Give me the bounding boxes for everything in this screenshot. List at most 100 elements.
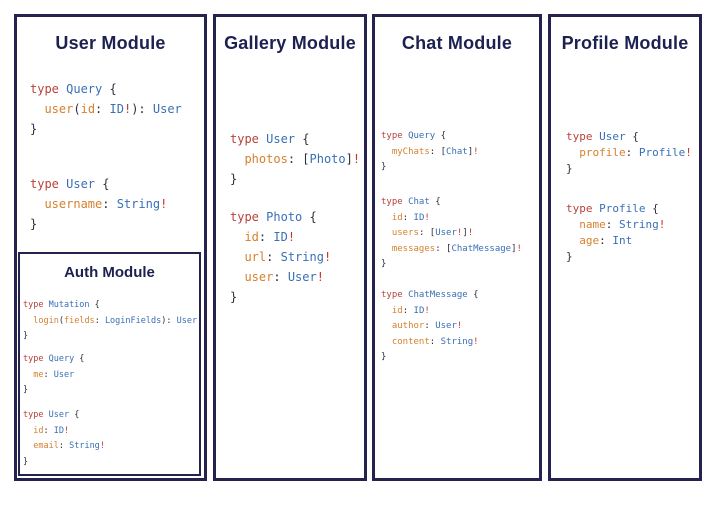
code-token: { bbox=[429, 197, 441, 207]
panel-title-auth-module: Auth Module bbox=[64, 264, 155, 281]
code-token: ! bbox=[123, 102, 132, 116]
code-token: : bbox=[273, 270, 288, 284]
code-token: name bbox=[579, 218, 606, 231]
code-token: } bbox=[381, 352, 387, 362]
code-block-user-query: type Query { user(id: ID!): User } bbox=[30, 79, 182, 139]
code-token: ): bbox=[131, 102, 153, 116]
code-token: type bbox=[30, 177, 67, 191]
panel-title-chat-module: Chat Module bbox=[401, 33, 513, 53]
code-token: fields bbox=[63, 315, 95, 326]
code-token: type bbox=[566, 202, 600, 215]
code-token: ID bbox=[109, 102, 124, 116]
code-token: username bbox=[44, 197, 103, 211]
code-token bbox=[566, 146, 579, 159]
panel-auth-module: Auth Module type Mutation { login(fields… bbox=[18, 252, 201, 476]
code-block-user-user: type User { username: String! } bbox=[30, 174, 167, 234]
code-token bbox=[30, 102, 44, 116]
code-token: : bbox=[266, 250, 281, 264]
code-token: ! bbox=[316, 270, 324, 284]
code-token bbox=[30, 197, 44, 211]
code-token bbox=[230, 270, 244, 284]
code-token bbox=[381, 244, 392, 254]
code-token: type bbox=[381, 290, 409, 300]
code-token bbox=[381, 213, 392, 223]
code-block-chat-query: type Query { myChats: [Chat]! } bbox=[381, 129, 479, 176]
code-token: user bbox=[44, 102, 74, 116]
code-token: Photo bbox=[266, 210, 303, 224]
code-token bbox=[23, 426, 33, 436]
code-token: ! bbox=[456, 228, 463, 238]
code-token: [ bbox=[446, 243, 452, 254]
code-token: : bbox=[43, 425, 54, 436]
code-token bbox=[230, 250, 244, 264]
code-block-gallery-user: type User { photos: [Photo]! } bbox=[230, 129, 360, 189]
code-token: Query bbox=[408, 131, 436, 141]
code-token: ! bbox=[64, 425, 70, 436]
code-token: id bbox=[391, 305, 403, 316]
code-token: type bbox=[381, 131, 409, 141]
code-token: : bbox=[402, 305, 414, 316]
code-token: Query bbox=[66, 82, 103, 96]
code-block-auth-mutation: type Mutation { login(fields: LoginField… bbox=[23, 298, 197, 345]
code-token: { bbox=[625, 130, 639, 143]
code-token: User bbox=[266, 132, 296, 146]
code-token: Int bbox=[612, 234, 633, 247]
code-token: Photo bbox=[309, 152, 346, 166]
code-token: } bbox=[23, 456, 29, 467]
code-token: ( bbox=[58, 315, 64, 326]
code-token: : bbox=[58, 441, 70, 451]
code-token: [ bbox=[302, 152, 310, 166]
panel-chat-module: Chat Module type Query { myChats: [Chat]… bbox=[372, 14, 542, 481]
code-token: ! bbox=[516, 243, 522, 254]
code-token: Profile bbox=[599, 202, 646, 215]
code-token: me bbox=[33, 369, 44, 380]
code-token: { bbox=[295, 132, 310, 146]
code-token: } bbox=[230, 290, 238, 304]
code-token: id bbox=[33, 425, 44, 436]
code-token: : bbox=[435, 243, 447, 254]
code-token: User bbox=[66, 177, 96, 191]
code-token bbox=[381, 147, 392, 157]
code-token: String bbox=[116, 197, 161, 211]
code-token: type bbox=[23, 300, 49, 310]
code-token: : bbox=[287, 152, 303, 166]
code-token bbox=[23, 370, 33, 380]
code-token: : bbox=[43, 369, 54, 380]
code-token: User bbox=[435, 321, 457, 331]
code-token: : bbox=[605, 218, 619, 231]
code-token: author bbox=[391, 321, 425, 331]
code-token: } bbox=[230, 172, 238, 186]
code-token: type bbox=[230, 210, 267, 224]
code-token: Chat bbox=[408, 197, 430, 207]
code-token: User bbox=[599, 130, 626, 143]
code-token: User bbox=[435, 228, 457, 238]
code-token: ! bbox=[424, 305, 430, 316]
code-token: } bbox=[23, 385, 29, 395]
code-token: login bbox=[33, 315, 59, 326]
code-block-auth-user: type User { id: ID! email: String! } bbox=[23, 408, 105, 470]
code-token: : bbox=[429, 336, 441, 347]
panel-title-user-module: User Module bbox=[55, 33, 166, 53]
code-token: : bbox=[418, 228, 430, 238]
code-token: id bbox=[80, 102, 96, 116]
code-token: url bbox=[244, 250, 267, 264]
code-token: ! bbox=[99, 441, 105, 451]
code-token: type bbox=[23, 354, 49, 364]
code-token: { bbox=[74, 354, 85, 364]
code-token: ID bbox=[413, 212, 425, 223]
code-token: type bbox=[381, 197, 409, 207]
code-token: : bbox=[102, 197, 117, 211]
code-token: : bbox=[95, 102, 110, 116]
code-token: ID bbox=[413, 305, 425, 316]
code-token: User bbox=[53, 369, 75, 380]
code-token: type bbox=[23, 410, 49, 420]
code-token: User bbox=[152, 102, 182, 116]
code-block-profile-profile: type Profile { name: String! age: Int } bbox=[566, 201, 665, 265]
code-token: ID bbox=[53, 425, 64, 436]
code-token bbox=[381, 337, 392, 347]
code-token: String bbox=[69, 441, 100, 451]
code-token: Query bbox=[48, 354, 75, 364]
code-block-auth-query: type Query { me: User } bbox=[23, 352, 84, 399]
code-token: ] bbox=[467, 146, 474, 157]
